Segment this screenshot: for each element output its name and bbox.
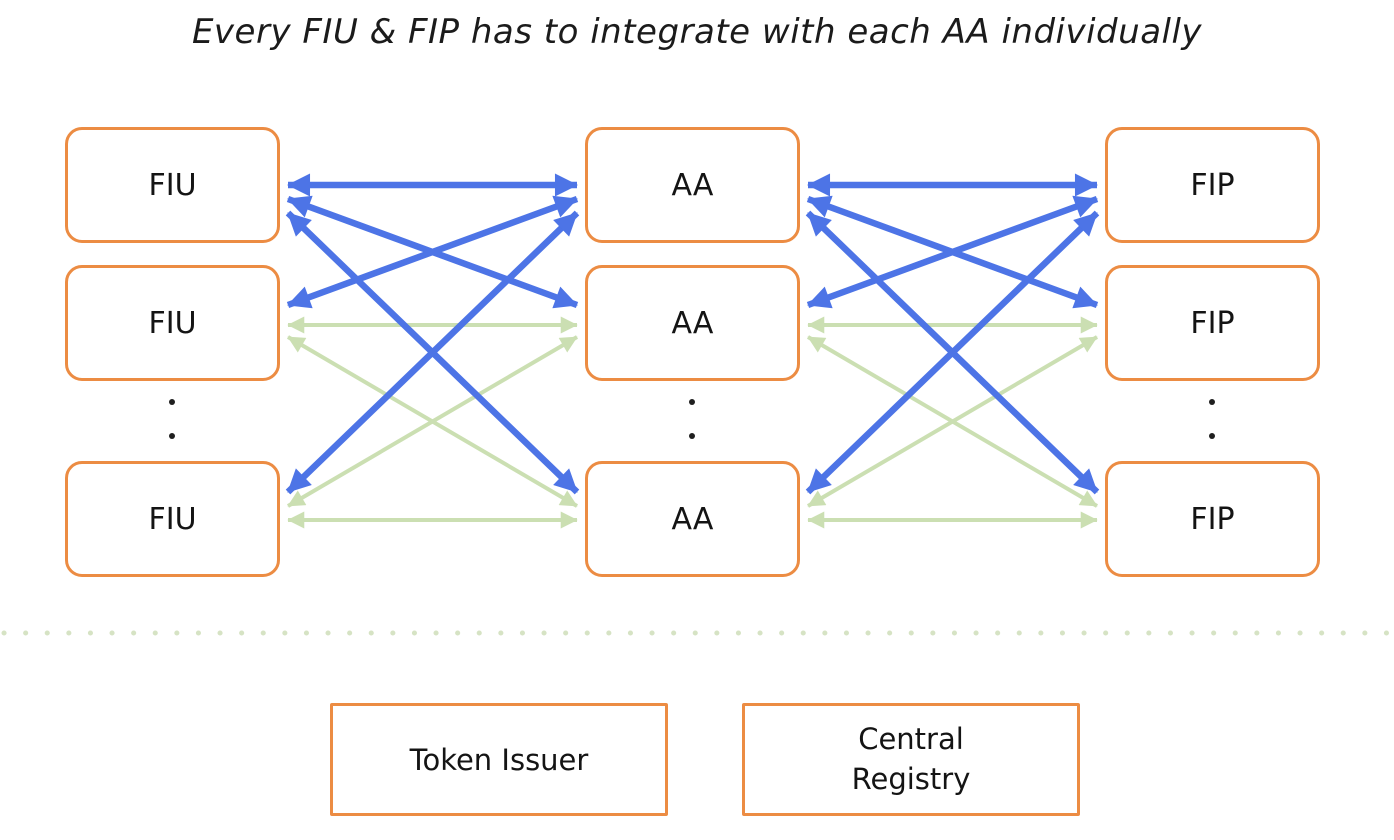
arrow-fiu1-aa2 [286,195,579,309]
fip-label-2: FIP [1190,305,1235,341]
arrow-aa1-fip3 [805,210,1100,495]
fiu-label-3: FIU [148,501,197,537]
aa-label-1: AA [671,167,714,203]
fip-box-3: FIP [1105,461,1320,577]
ellipsis-dot [1209,433,1215,439]
fiu-box-2: FIU [65,265,280,381]
aa-label-2: AA [671,305,714,341]
fiu-label-2: FIU [148,305,197,341]
token-issuer-label: Token Issuer [409,742,589,777]
fiu-box-1: FIU [65,127,280,243]
aa-label-3: AA [671,501,714,537]
arrow-aa3-fip2 [806,335,1099,508]
diagram-title: Every FIU & FIP has to integrate with ea… [191,12,1203,52]
arrow-aa3-fip1 [805,210,1100,495]
arrow-fiu2-aa1 [286,195,579,309]
ellipsis-dot [1209,399,1215,405]
arrow-fiu3-aa1 [285,210,580,495]
fiu-column-ellipsis [169,399,175,439]
central-registry-label: Central Registry [851,722,971,796]
arrow-fiu2-aa3 [286,335,579,508]
arrow-fiu3-aa2 [286,335,579,508]
central-registry-box: Central Registry [742,703,1080,816]
fiu-box-3: FIU [65,461,280,577]
arrow-aa2-fip3 [806,335,1099,508]
aa-box-2: AA [585,265,800,381]
aa-box-3: AA [585,461,800,577]
token-issuer-box: Token Issuer [330,703,668,816]
arrow-fiu1-aa3 [285,210,580,495]
aa-box-1: AA [585,127,800,243]
ellipsis-dot [689,399,695,405]
fip-label-3: FIP [1190,501,1235,537]
fip-box-2: FIP [1105,265,1320,381]
fip-column-ellipsis [1209,399,1215,439]
aa-column-ellipsis [689,399,695,439]
fiu-label-1: FIU [148,167,197,203]
arrow-aa2-fip1 [806,195,1099,309]
ellipsis-dot [689,433,695,439]
fip-label-1: FIP [1190,167,1235,203]
arrow-aa1-fip2 [806,195,1099,309]
fip-box-1: FIP [1105,127,1320,243]
ellipsis-dot [169,399,175,405]
ellipsis-dot [169,433,175,439]
